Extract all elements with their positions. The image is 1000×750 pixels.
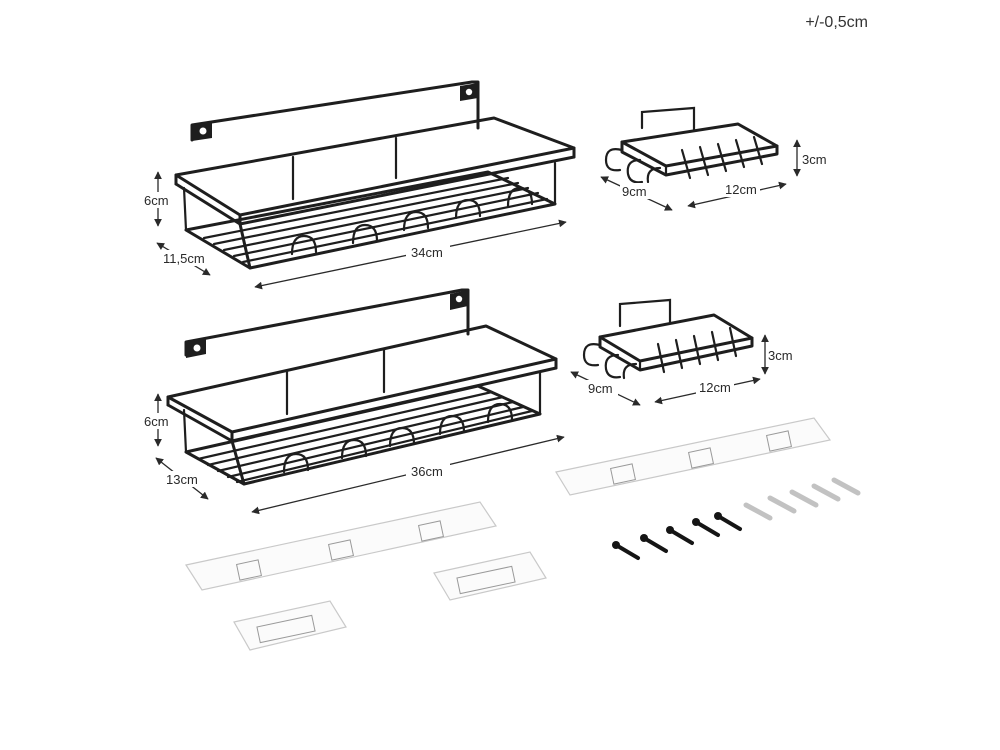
- shelf-large-width-label: 36cm: [411, 464, 443, 479]
- soap-dish-top-width-label: 12cm: [725, 182, 757, 197]
- soap-dish-bottom-width-label: 12cm: [699, 380, 731, 395]
- soap-dish-bottom-depth-label: 9cm: [588, 381, 613, 396]
- adhesive-pad-small-left: [233, 600, 347, 651]
- adhesive-pad-long-left: [185, 501, 497, 591]
- screws: [612, 512, 742, 560]
- wall-anchors: [743, 477, 861, 521]
- soap-dish-top: 3cm 9cm 12cm: [600, 106, 830, 211]
- shelf-large: 6cm 13cm 36cm: [138, 288, 565, 515]
- shelf-small-width-label: 34cm: [411, 245, 443, 260]
- adhesive-pad-small-right: [433, 551, 547, 601]
- tolerance-label: +/-0,5cm: [805, 14, 868, 31]
- shelf-large-height-label: 6cm: [144, 414, 169, 429]
- shelf-small-depth-label: 11,5cm: [163, 251, 205, 266]
- shelf-small-height-label: 6cm: [144, 193, 169, 208]
- soap-dish-top-depth-label: 9cm: [622, 184, 647, 199]
- soap-dish-bottom: 3cm 9cm 12cm: [570, 298, 798, 406]
- shelf-small: 6cm 11,5cm 34cm: [138, 80, 576, 290]
- adhesive-pad-long-right: [555, 417, 832, 496]
- soap-dish-bottom-height-label: 3cm: [768, 348, 793, 363]
- shelf-large-depth-label: 13cm: [166, 472, 198, 487]
- soap-dish-top-height-label: 3cm: [802, 152, 827, 167]
